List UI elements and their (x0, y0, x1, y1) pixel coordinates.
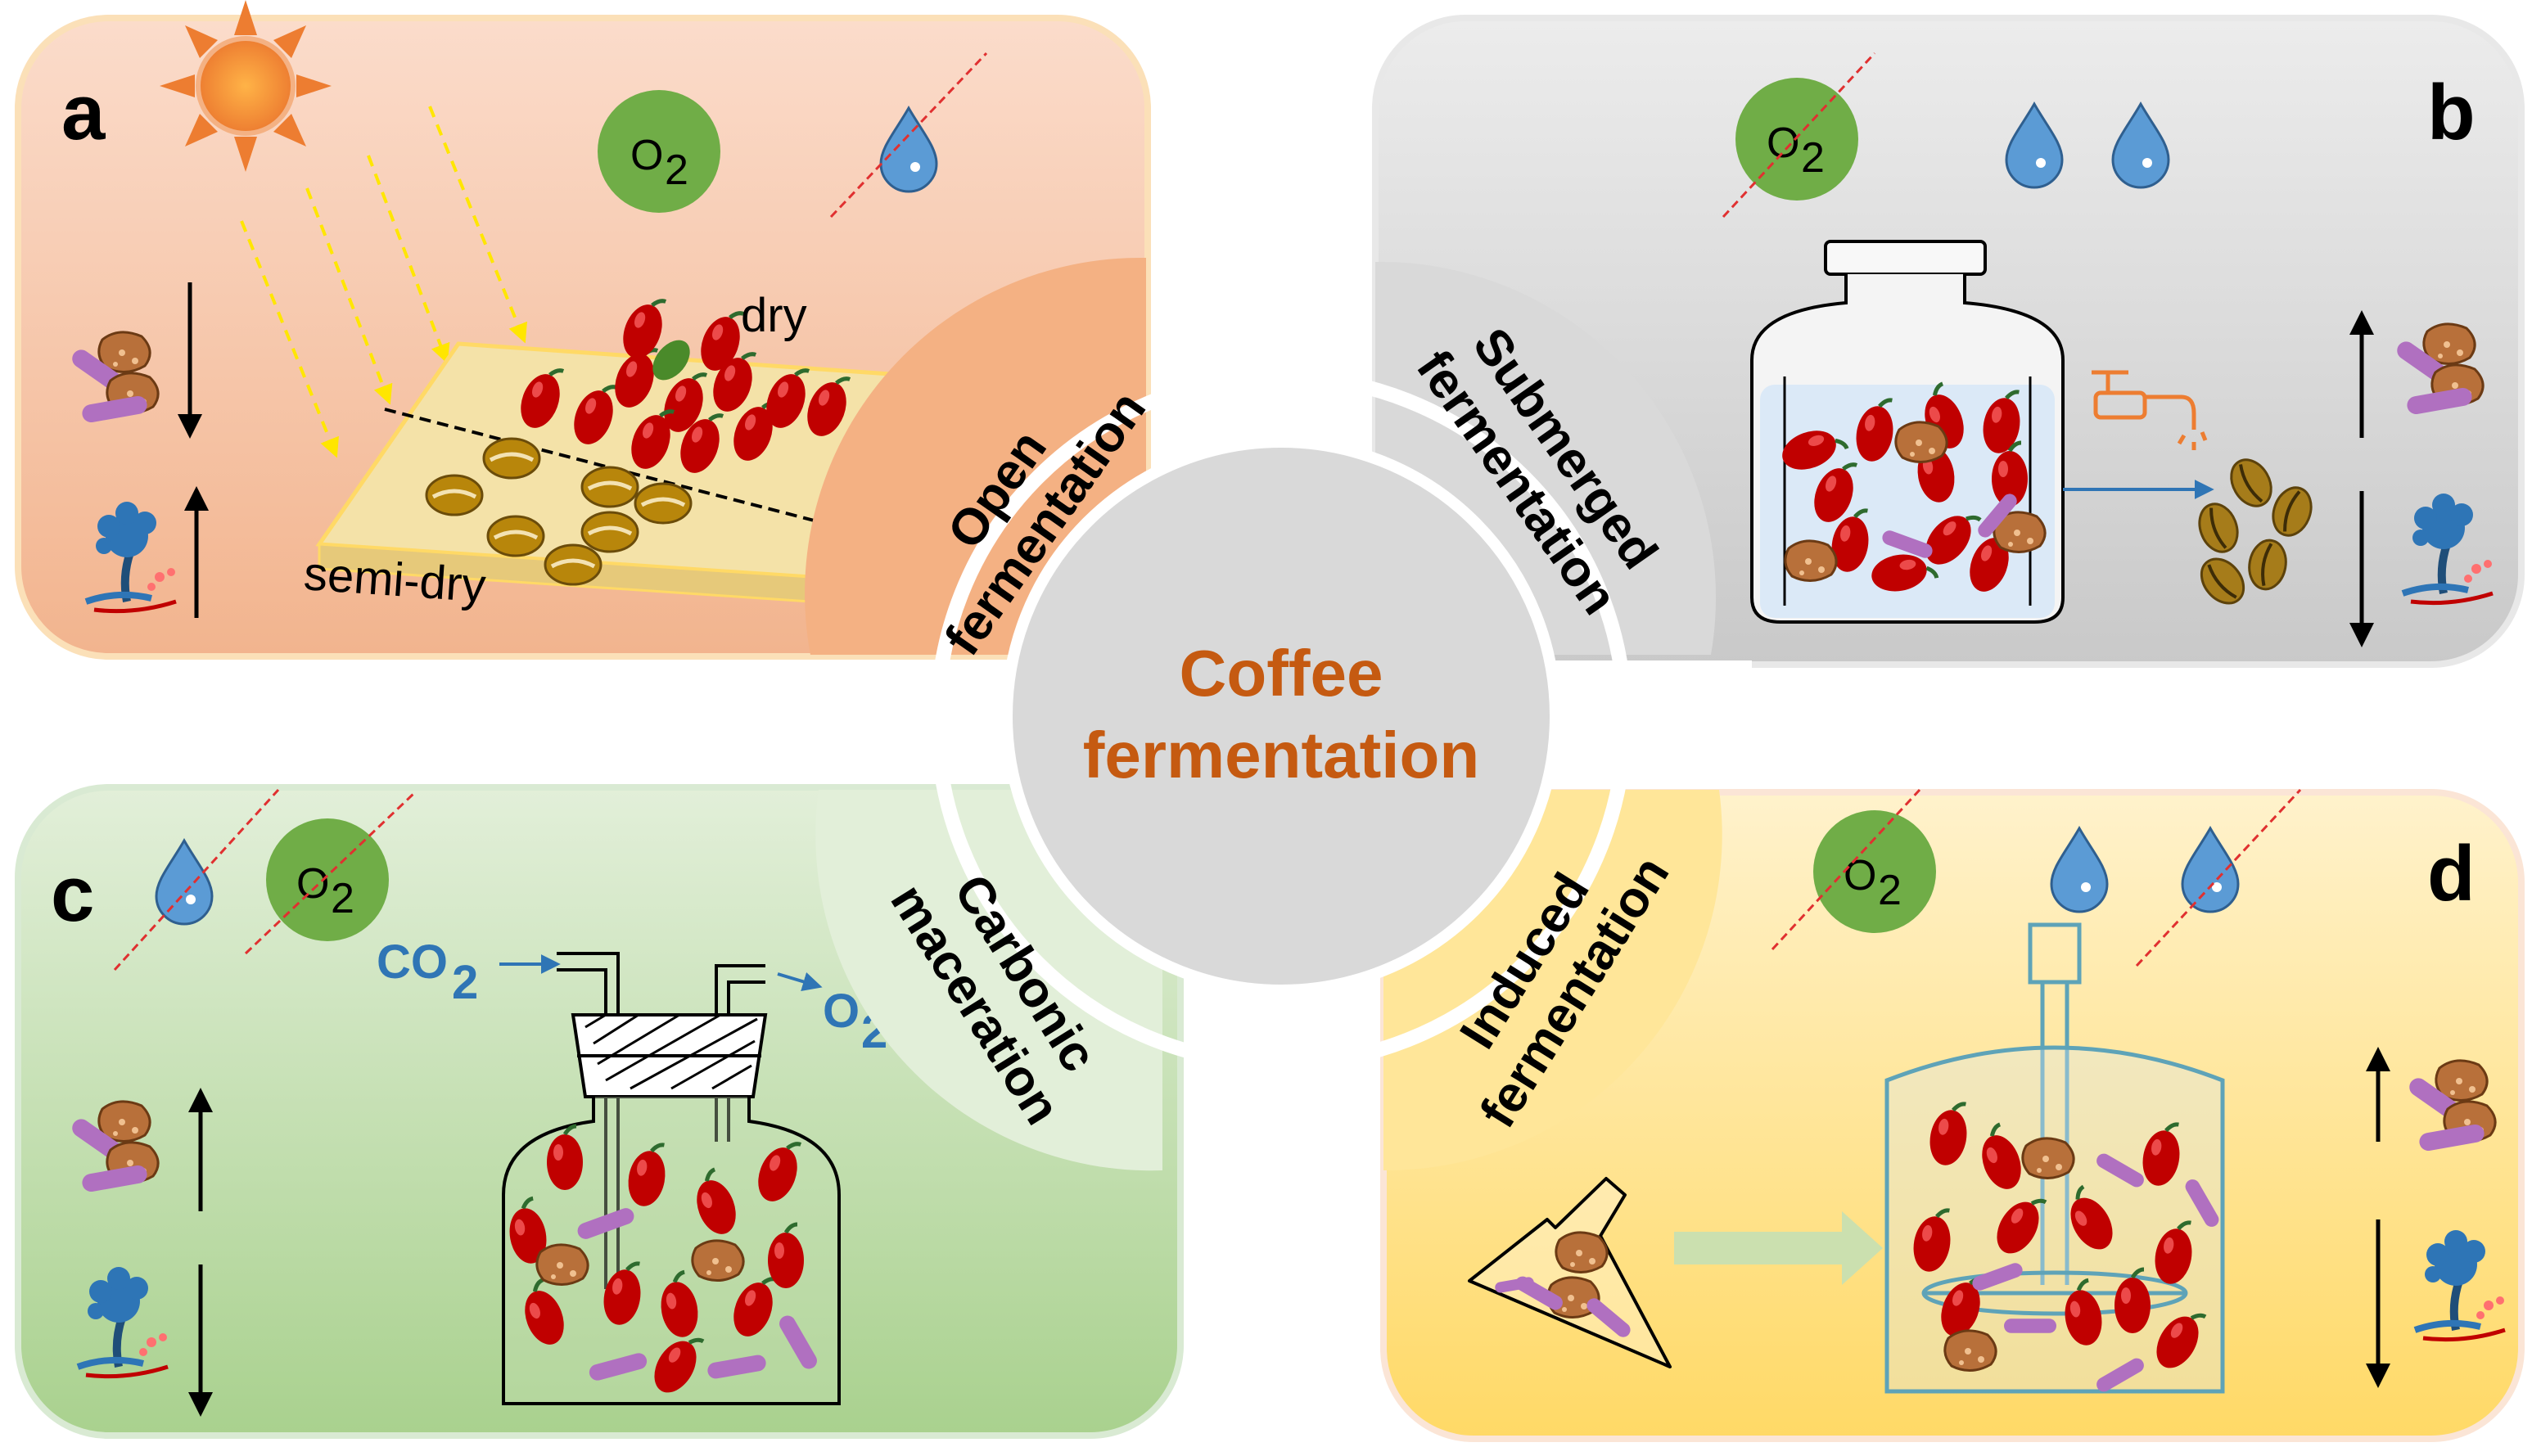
svg-text:2: 2 (331, 875, 354, 922)
inoculation-arrow (1674, 1211, 1883, 1285)
o2-out-arrow (777, 971, 823, 991)
panel-a: a O 2 (15, 0, 1151, 660)
center-title-line1: Coffee (1180, 637, 1383, 710)
svg-text:O: O (823, 985, 860, 1038)
oxygen-icon: O 2 (244, 792, 415, 955)
svg-text:2: 2 (1801, 134, 1825, 182)
panel-a-letter: a (61, 69, 106, 156)
svg-text:CO: CO (377, 935, 448, 989)
sun-icon (160, 0, 332, 172)
sunlight-rays (240, 106, 527, 458)
dry-semidry-divider (384, 408, 828, 525)
absent-strike-line (1771, 788, 1921, 951)
o2-outlet-label: O 2 (823, 985, 887, 1058)
absent-strike-line (113, 788, 280, 971)
absent-strike-line (1722, 52, 1876, 219)
panel-d-letter: d (2427, 830, 2476, 917)
water-drop-icon (113, 788, 280, 971)
svg-text:2: 2 (1878, 867, 1902, 914)
stopper (571, 1013, 768, 1098)
flask-icon (1468, 1177, 1672, 1368)
svg-text:O: O (296, 860, 329, 908)
oxygen-icon: O 2 (598, 90, 720, 213)
panel-b-letter: b (2427, 69, 2476, 156)
center-hub: Coffee fermentation (1001, 436, 1561, 996)
svg-text:O: O (630, 132, 663, 179)
water-drop-icon (2135, 788, 2302, 967)
oxygen-icon: O 2 (1722, 52, 1876, 219)
svg-text:2: 2 (665, 147, 688, 194)
label-semi-dry: semi-dry (302, 547, 487, 612)
dry-cherries (514, 291, 856, 478)
svg-text:O: O (1767, 119, 1799, 167)
water-drop-icon (829, 52, 988, 219)
panel-c-letter: c (51, 850, 94, 938)
label-dry: dry (741, 289, 807, 342)
absent-strike-line (2135, 788, 2302, 967)
absent-strike-line (829, 52, 988, 219)
faucet-icon (2092, 370, 2208, 450)
co2-inlet-label: CO 2 (377, 935, 478, 1009)
center-title-line2: fermentation (1083, 719, 1480, 791)
svg-text:O: O (1844, 852, 1876, 899)
svg-text:2: 2 (452, 956, 478, 1009)
oxygen-icon: O 2 (1771, 788, 1936, 951)
